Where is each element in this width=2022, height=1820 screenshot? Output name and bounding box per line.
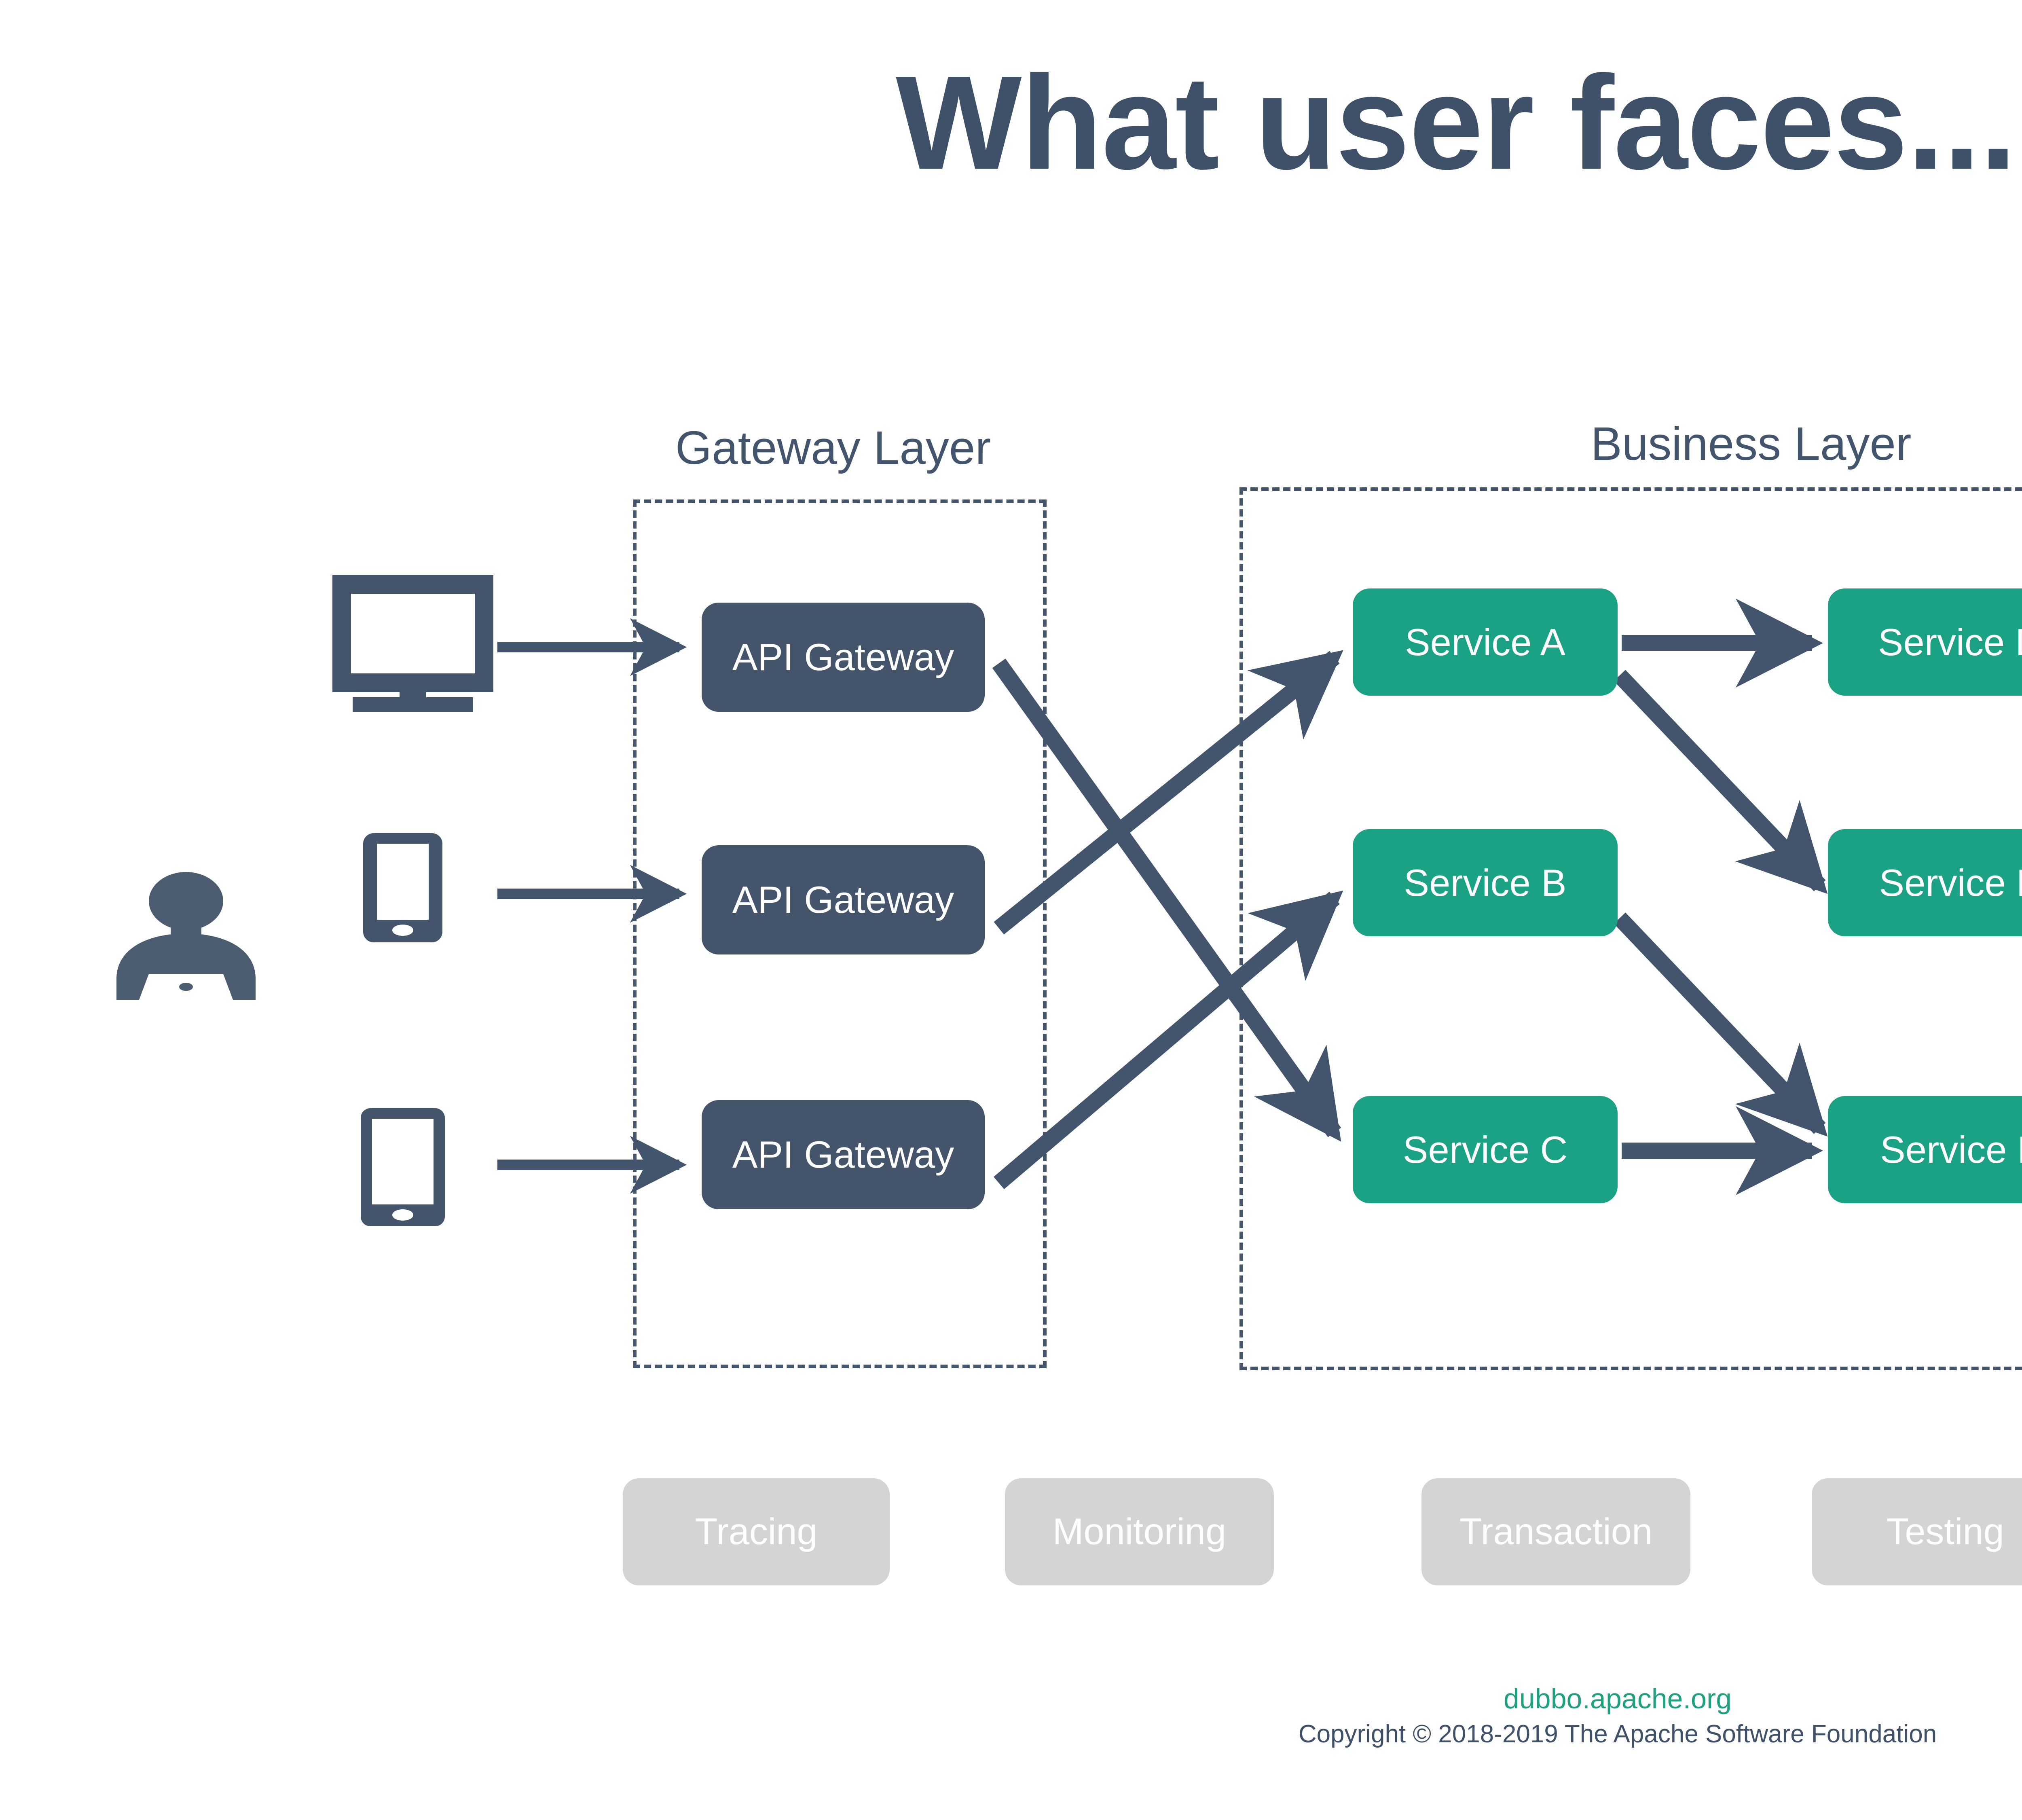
api-gateway-node[interactable]: API Gateway [702,603,985,712]
footer-copyright: Copyright © 2018-2019 The Apache Softwar… [1298,1720,1937,1748]
service-node-d[interactable]: Service D [1828,588,2022,696]
slide-footer: dubbo.apache.org Copyright © 2018-2019 T… [0,1682,2022,1753]
desktop-monitor-icon [332,575,493,712]
service-node-f[interactable]: Service F [1828,1096,2022,1203]
mobile-phone-icon [363,833,442,942]
chip-label: Tracing [695,1511,818,1552]
capability-chip-transaction[interactable]: Transaction [1421,1478,1690,1585]
node-label: Service E [1879,861,2022,904]
gateway-layer-label: Gateway Layer [675,421,991,474]
chip-label: Monitoring [1052,1511,1227,1552]
api-gateway-node[interactable]: API Gateway [702,1100,985,1209]
api-gateway-node[interactable]: API Gateway [702,845,985,954]
service-node-a[interactable]: Service A [1353,588,1618,696]
capability-chip-tracing[interactable]: Tracing [623,1478,890,1585]
capability-chip-testing[interactable]: Testing [1812,1478,2022,1585]
node-label: API Gateway [732,1133,954,1176]
page-title: What user faces... [896,48,2017,197]
node-label: Service D [1878,620,2022,663]
tablet-icon [361,1108,445,1226]
service-node-e[interactable]: Service E [1828,829,2022,936]
chip-label: Testing [1886,1511,2004,1552]
service-node-c[interactable]: Service C [1353,1096,1618,1203]
user-with-laptop-icon [116,872,256,1000]
node-label: API Gateway [732,878,954,921]
node-label: Service B [1404,861,1567,904]
node-label: Service F [1880,1128,2022,1171]
business-layer-label: Business Layer [1591,417,1912,470]
node-label: Service A [1404,620,1566,663]
node-label: API Gateway [732,636,954,678]
capability-chip-monitoring[interactable]: Monitoring [1005,1478,1274,1585]
node-label: Service C [1402,1128,1568,1171]
service-node-b[interactable]: Service B [1353,829,1618,936]
chip-label: Transaction [1459,1511,1653,1552]
footer-website-link[interactable]: dubbo.apache.org [1503,1683,1732,1714]
